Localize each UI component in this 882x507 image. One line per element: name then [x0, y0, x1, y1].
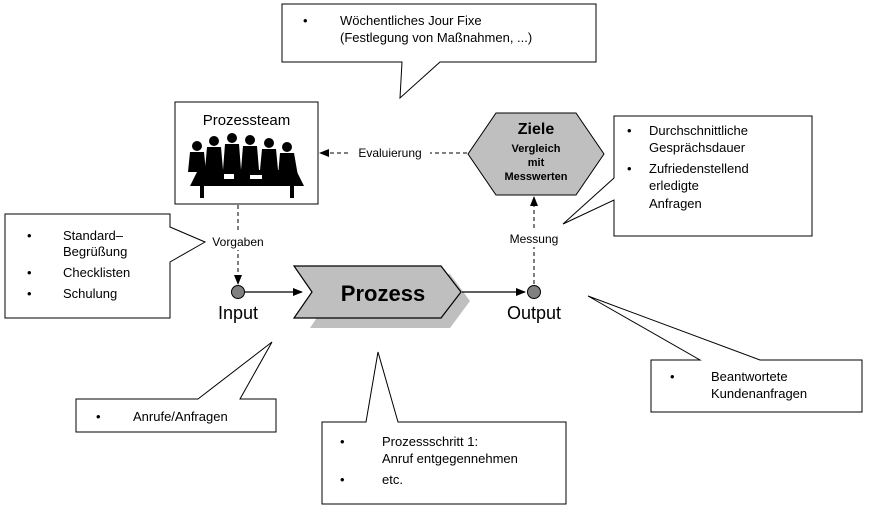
callout-beantwortete: • Beantwortete Kundenanfragen: [587, 295, 863, 413]
messwerte-item-2-line-1: Zufriedenstellend: [649, 161, 749, 176]
bullet-mark: •: [303, 13, 308, 28]
callout-standard: • Standard– Begrüßung • Checklisten • Sc…: [4, 213, 207, 319]
bullet-mark: •: [340, 472, 345, 487]
bullet-mark: •: [27, 228, 32, 243]
messung-edge: Messung: [502, 196, 566, 284]
standard-item-1-line-2: Begrüßung: [63, 244, 127, 259]
anrufe-item-1: Anrufe/Anfragen: [133, 409, 228, 424]
evaluierung-label: Evaluierung: [358, 146, 421, 160]
messwerte-item-1-line-1: Durchschnittliche: [649, 123, 748, 138]
messwerte-item-2-line-3: Anfragen: [649, 196, 702, 211]
bullet-mark: •: [96, 409, 101, 424]
ziele-title: Ziele: [518, 121, 555, 138]
prozess-label: Prozess: [341, 281, 425, 306]
vorgaben-edge: Vorgaben: [207, 205, 269, 285]
standard-item-3: Schulung: [63, 286, 117, 301]
beantwortete-item-1-line-1: Beantwortete: [711, 369, 788, 384]
vorgaben-label: Vorgaben: [212, 235, 263, 249]
prozess-node: Prozess: [292, 265, 470, 328]
prozessteam-node: Prozessteam: [174, 101, 319, 205]
jour-fixe-line-1: Wöchentliches Jour Fixe: [340, 13, 482, 28]
callout-jour-fixe: • Wöchentliches Jour Fixe (Festlegung vo…: [281, 3, 597, 100]
bullet-mark: •: [627, 123, 632, 138]
messung-label: Messung: [510, 232, 559, 246]
output-label: Output: [507, 303, 561, 323]
team-meeting-icon: [188, 133, 304, 198]
input-label: Input: [218, 303, 258, 323]
prozessschritt-item-1-line-2: Anruf entgegennehmen: [382, 451, 518, 466]
callout-messwerte: • Durchschnittliche Gesprächsdauer • Zuf…: [562, 115, 813, 237]
prozessteam-title: Prozessteam: [203, 112, 291, 129]
bullet-mark: •: [27, 265, 32, 280]
prozessschritt-item-1-line-1: Prozessschritt 1:: [382, 434, 478, 449]
input-node: Input: [218, 285, 258, 323]
output-node: Output: [507, 285, 561, 323]
ziele-sub-3: Messwerten: [505, 171, 568, 183]
standard-item-1-line-1: Standard–: [63, 228, 124, 243]
jour-fixe-line-2: (Festlegung von Maßnahmen, ...): [340, 30, 532, 45]
bullet-mark: •: [340, 434, 345, 449]
prozessschritt-item-2: etc.: [382, 472, 403, 487]
ziele-node: Ziele Vergleich mit Messwerten: [467, 112, 605, 196]
evaluierung-edge: Evaluierung: [319, 144, 467, 162]
beantwortete-item-1-line-2: Kundenanfragen: [711, 386, 807, 401]
callout-prozessschritt: • Prozessschritt 1: Anruf entgegennehmen…: [321, 351, 567, 505]
ziele-sub-1: Vergleich: [512, 143, 561, 155]
standard-item-2: Checklisten: [63, 265, 130, 280]
callout-anrufe: • Anrufe/Anfragen: [75, 341, 277, 433]
ziele-sub-2: mit: [528, 157, 545, 169]
bullet-mark: •: [670, 369, 675, 384]
messwerte-item-2-line-2: erledigte: [649, 178, 699, 193]
messwerte-item-1-line-2: Gesprächsdauer: [649, 140, 746, 155]
bullet-mark: •: [627, 161, 632, 176]
bullet-mark: •: [27, 286, 32, 301]
